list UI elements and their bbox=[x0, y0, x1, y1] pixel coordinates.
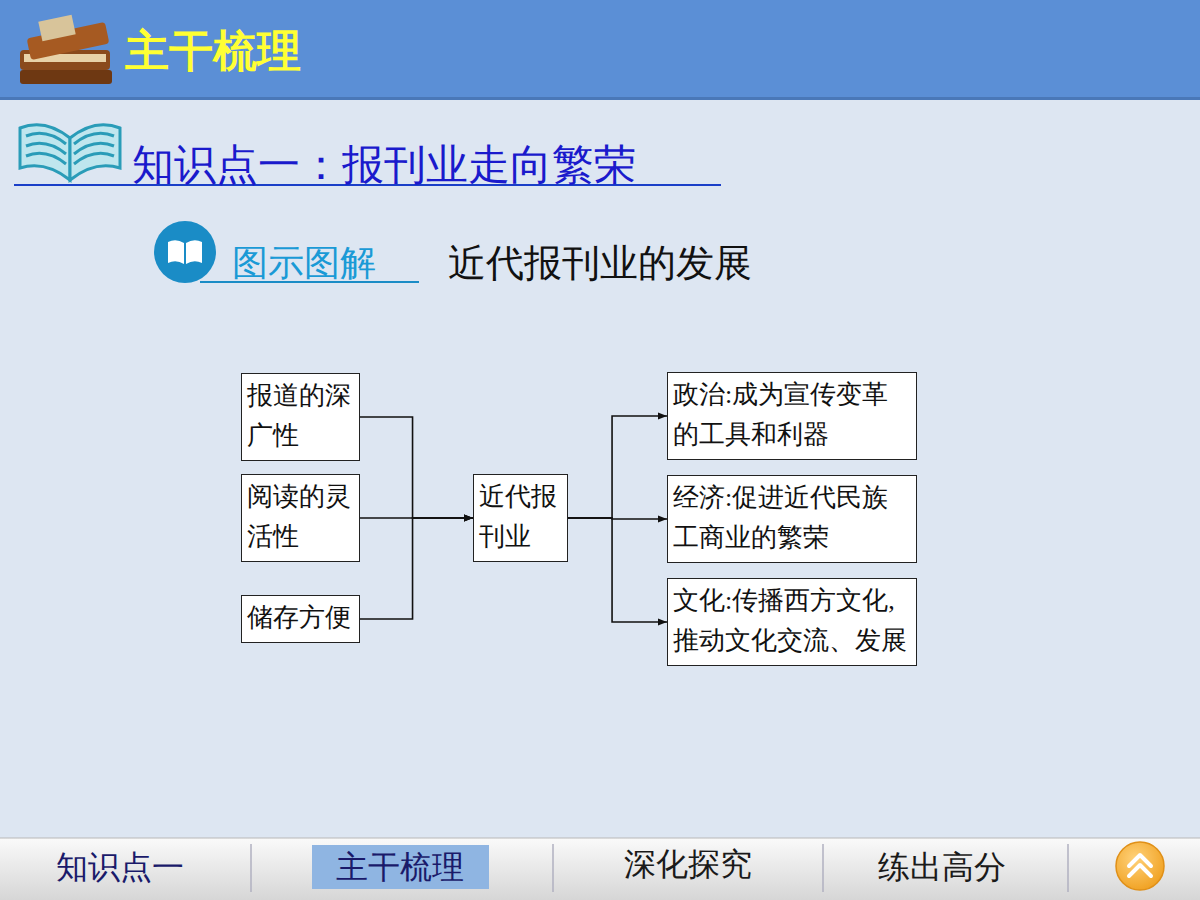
nav-item: 主干梳理 bbox=[336, 846, 464, 890]
nav-item: 深化探究 bbox=[624, 843, 752, 887]
node-text: 近代报 刊业 bbox=[479, 477, 562, 557]
subheading-tag: 图示图解 bbox=[232, 239, 376, 288]
open-book-icon bbox=[20, 125, 120, 180]
node-text: 阅读的灵 活性 bbox=[247, 477, 354, 557]
node-text: 文化:传播西方文化, 推动文化交流、发展 bbox=[673, 581, 911, 661]
nav-active bbox=[312, 845, 489, 889]
node-text: 储存方便 bbox=[247, 598, 354, 638]
nav-separators bbox=[251, 844, 1068, 892]
connector-arrow bbox=[360, 417, 473, 518]
up-button bbox=[1116, 842, 1164, 890]
node-text: 政治:成为宣传变革 的工具和利器 bbox=[673, 375, 911, 455]
nav-edge bbox=[0, 838, 1200, 839]
impact-box: 文化:传播西方文化, 推动文化交流、发展 bbox=[667, 578, 917, 666]
nav-item: 练出高分 bbox=[878, 846, 1006, 890]
feature-box: 阅读的灵 活性 bbox=[241, 474, 360, 562]
feature-box: 储存方便 bbox=[241, 595, 360, 643]
read-icon bbox=[154, 221, 216, 283]
feature-box: 报道的深 广性 bbox=[241, 373, 360, 461]
section-tab: 主干梳理 bbox=[125, 22, 301, 81]
connector-arrow bbox=[568, 416, 667, 518]
nav-bar bbox=[0, 838, 1200, 900]
connector-arrow bbox=[360, 518, 473, 619]
knowledge-heading: 知识点一：报刊业走向繁荣 bbox=[132, 137, 636, 193]
node-text: 经济:促进近代民族 工商业的繁荣 bbox=[673, 478, 911, 558]
header-edge bbox=[0, 97, 1200, 100]
header-bar bbox=[0, 0, 1200, 97]
node-text: 报道的深 广性 bbox=[247, 376, 354, 456]
nav-item: 知识点一 bbox=[56, 846, 184, 890]
books-icon bbox=[20, 15, 112, 84]
center-box: 近代报 刊业 bbox=[473, 474, 568, 562]
connector-arrow bbox=[568, 518, 667, 622]
diagram-title: 近代报刊业的发展 bbox=[448, 238, 752, 289]
impact-box: 经济:促进近代民族 工商业的繁荣 bbox=[667, 475, 917, 563]
impact-box: 政治:成为宣传变革 的工具和利器 bbox=[667, 372, 917, 460]
